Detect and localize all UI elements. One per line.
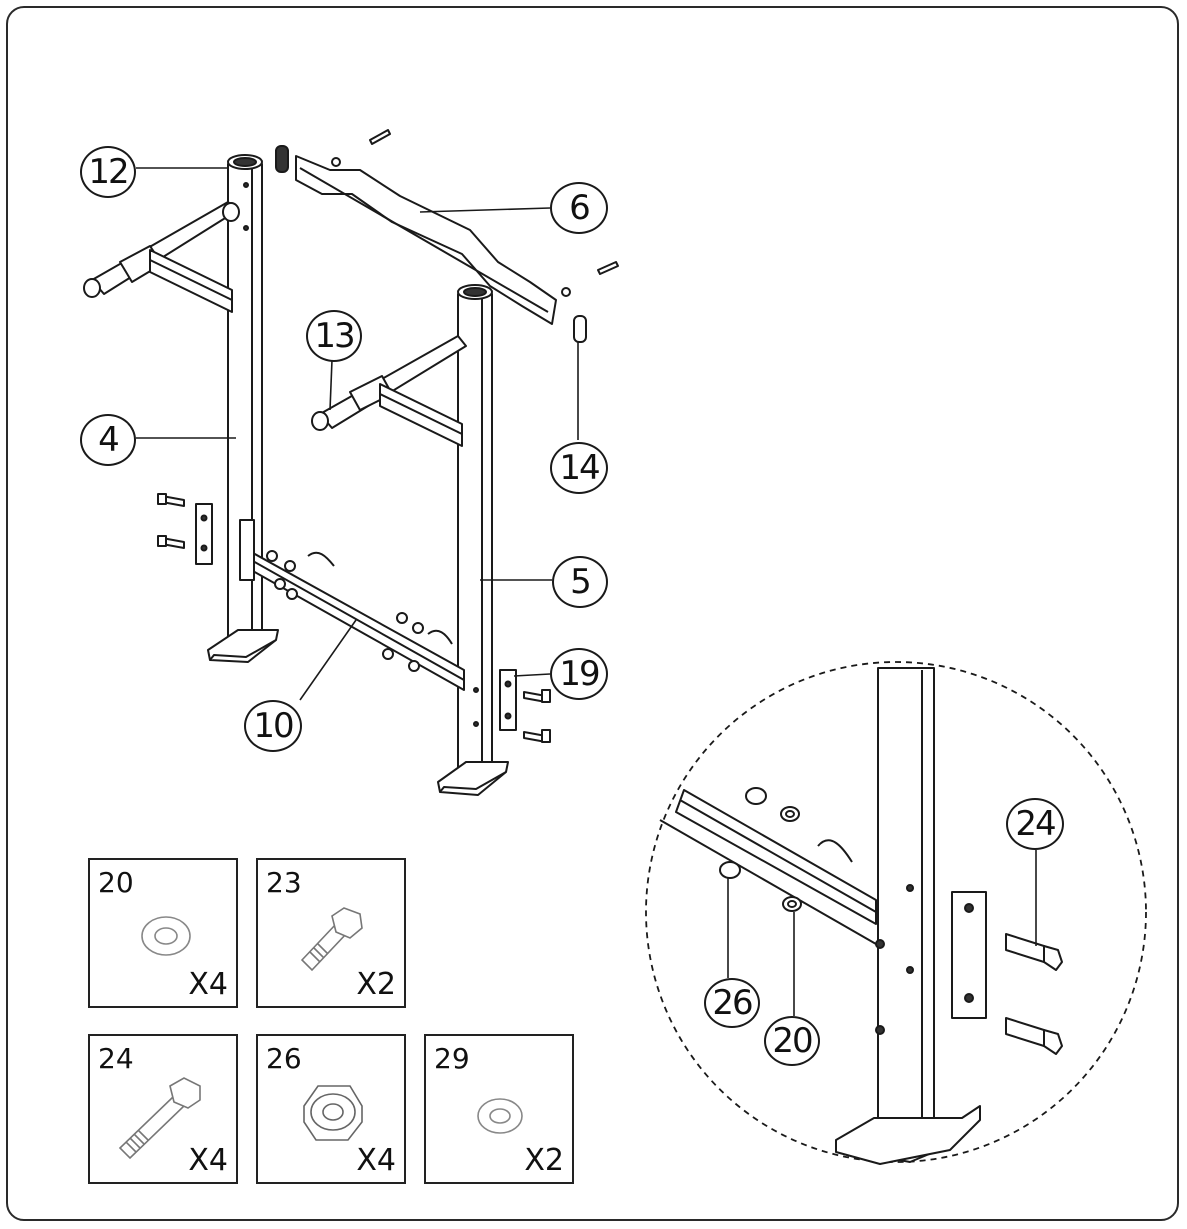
hardware-box-part-20: 20 X4 <box>88 858 238 1008</box>
left-upright <box>83 154 279 663</box>
callout-4: 4 <box>80 414 136 466</box>
hardware-quantity: X2 <box>356 967 396 1002</box>
right-bracket <box>499 669 551 743</box>
long-bolt-icon <box>118 1077 201 1160</box>
callout-19: 19 <box>550 648 608 700</box>
hardware-box-part-23: 23 X2 <box>256 858 406 1008</box>
callout-5: 5 <box>552 556 608 608</box>
hardware-part-number: 20 <box>98 866 134 899</box>
hardware-box-part-29: 29 X2 <box>424 1034 574 1184</box>
hardware-part-number: 23 <box>266 866 302 899</box>
callout-24-detail: 24 <box>1006 798 1064 850</box>
diagram-frame <box>6 6 1179 1221</box>
callout-10: 10 <box>244 700 302 752</box>
callout-6: 6 <box>550 182 608 234</box>
hardware-quantity: X4 <box>188 967 228 1002</box>
hardware-part-number: 24 <box>98 1042 134 1075</box>
short-bolt-icon <box>300 907 363 972</box>
washer-icon <box>477 1098 523 1134</box>
callout-26-detail: 26 <box>704 978 760 1028</box>
callout-12: 12 <box>80 146 136 198</box>
hardware-part-number: 29 <box>434 1042 470 1075</box>
hardware-quantity: X4 <box>188 1143 228 1178</box>
hardware-part-number: 26 <box>266 1042 302 1075</box>
hardware-box-part-26: 26 X4 <box>256 1034 406 1184</box>
top-crossbar <box>275 129 619 343</box>
callout-14: 14 <box>550 442 608 494</box>
detail-view <box>645 661 1147 1165</box>
left-bracket <box>157 493 213 565</box>
washer-icon <box>141 916 191 956</box>
right-upright <box>311 284 509 796</box>
hardware-box-part-24: 24 X4 <box>88 1034 238 1184</box>
nut-icon <box>303 1085 363 1141</box>
callout-13: 13 <box>306 310 362 362</box>
lower-crossbar <box>239 519 465 691</box>
hardware-quantity: X2 <box>524 1143 564 1178</box>
hardware-quantity: X4 <box>356 1143 396 1178</box>
callout-20-detail: 20 <box>764 1016 820 1066</box>
